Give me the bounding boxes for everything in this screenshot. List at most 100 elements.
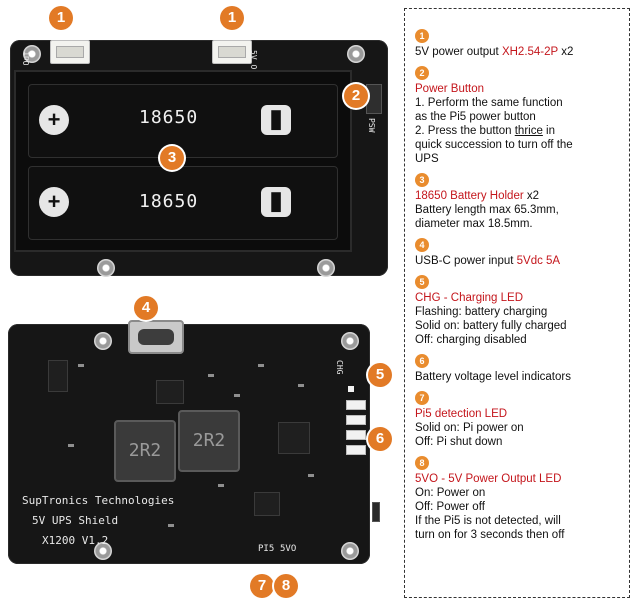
info-item-6-text: Battery voltage level indicators xyxy=(415,371,571,383)
info-item-5-line1: Flashing: battery charging xyxy=(415,306,548,318)
model-label: X1200 V1.2 xyxy=(42,534,109,547)
callout-badge-6: 6 xyxy=(368,427,392,451)
info-item-3-heading: 18650 Battery Holder x2 xyxy=(415,189,619,203)
minus-terminal-icon: ▮ xyxy=(261,105,291,135)
mount-hole xyxy=(341,332,359,350)
power-button[interactable] xyxy=(366,84,382,114)
battery-level-led xyxy=(346,415,366,425)
5v-out-connector-left xyxy=(50,40,90,64)
side-button[interactable] xyxy=(372,502,380,522)
top-board: 5V Out 5V Out + 18650 ▮ + 18650 ▮ PSW xyxy=(10,40,388,277)
info-item-8-line2: Off: Power off xyxy=(415,501,485,513)
info-item-2-line3: 2. Press the button thrice in xyxy=(415,124,619,138)
mount-hole xyxy=(97,259,115,277)
maker-label: SupTronics Technologies xyxy=(22,494,175,507)
cell-label-bottom: 18650 xyxy=(139,191,199,212)
info-item-8-title: 5VO - 5V Power Output LED xyxy=(415,473,562,485)
info-item-2-title: Power Button xyxy=(415,83,485,95)
smd-component xyxy=(298,384,304,387)
info-item-4-highlight: 5Vdc 5A xyxy=(516,255,561,267)
ic-chip xyxy=(278,422,310,454)
info-item-5-line3: Off: charging disabled xyxy=(415,334,527,346)
item-number-badge: 2 xyxy=(415,66,429,80)
info-item-7: 7 Pi5 detection LED Solid on: Pi power o… xyxy=(415,391,619,449)
svo-label: 5VO xyxy=(280,544,297,554)
smd-component xyxy=(308,474,314,477)
info-item-1-highlight: XH2.54-2P xyxy=(501,46,558,58)
mount-hole xyxy=(23,45,41,63)
callout-badge-5: 5 xyxy=(368,363,392,387)
battery-level-indicators xyxy=(344,400,366,470)
info-item-2-line5: UPS xyxy=(415,153,439,165)
info-item-5: 5 CHG - Charging LED Flashing: battery c… xyxy=(415,275,619,347)
5v-out-connector-right xyxy=(212,40,252,64)
item-number-badge: 7 xyxy=(415,391,429,405)
info-item-4-text: USB-C power input 5Vdc 5A xyxy=(415,254,619,268)
battery-level-led xyxy=(346,430,366,440)
info-item-1: 1 5V power output XH2.54-2P x2 xyxy=(415,29,619,59)
item-number-badge: 4 xyxy=(415,238,429,252)
info-item-3: 3 18650 Battery Holder x2 Battery length… xyxy=(415,173,619,231)
info-item-1-suffix: x2 xyxy=(558,46,574,58)
smd-component xyxy=(78,364,84,367)
psw-label: PSW xyxy=(367,118,376,133)
info-item-7-title: Pi5 detection LED xyxy=(415,408,508,420)
usb-c-port xyxy=(128,320,184,354)
ic-chip xyxy=(48,360,68,392)
smd-component xyxy=(168,524,174,527)
smd-component xyxy=(68,444,74,447)
info-item-2-line3-c: in xyxy=(542,125,556,137)
info-item-3-title: 18650 Battery Holder xyxy=(415,190,524,202)
mount-hole xyxy=(94,542,112,560)
item-number-badge: 6 xyxy=(415,354,429,368)
item-number-badge: 8 xyxy=(415,456,429,470)
info-item-1-label: 5V power output xyxy=(415,46,502,58)
callout-badge-1: 1 xyxy=(220,6,244,30)
info-item-3-title-suffix: x2 xyxy=(523,190,540,202)
info-item-2-line4: quick succession to turn off the xyxy=(415,139,573,151)
info-item-8-line4: turn on for 3 seconds then off xyxy=(415,529,565,541)
info-item-2-line3-a: 2. Press the button xyxy=(415,125,515,137)
ic-chip xyxy=(254,492,280,516)
product-label: 5V UPS Shield xyxy=(32,514,119,527)
info-item-1-text: 5V power output XH2.54-2P x2 xyxy=(415,45,619,59)
inductor-left: 2R2 xyxy=(114,420,176,482)
item-number-badge: 3 xyxy=(415,173,429,187)
cell-label-top: 18650 xyxy=(139,107,199,128)
item-number-badge: 5 xyxy=(415,275,429,289)
chg-led xyxy=(348,386,354,392)
info-item-3-line2: diameter max 18.5mm. xyxy=(415,218,533,230)
chg-label: CHG xyxy=(335,360,344,375)
callout-badge-1: 1 xyxy=(49,6,73,30)
callout-badge-4: 4 xyxy=(134,296,158,320)
mount-hole xyxy=(317,259,335,277)
battery-slot-top: + 18650 ▮ xyxy=(28,84,338,158)
callout-badge-7: 7 xyxy=(250,574,274,598)
plus-terminal-icon: + xyxy=(39,187,69,217)
info-item-2: 2 Power Button 1. Perform the same funct… xyxy=(415,66,619,166)
smd-component xyxy=(234,394,240,397)
plus-terminal-icon: + xyxy=(39,105,69,135)
pi5-label: PI5 xyxy=(258,544,275,554)
info-item-6: 6 Battery voltage level indicators xyxy=(415,354,619,384)
info-item-4-label: USB-C power input xyxy=(415,255,517,267)
callout-badge-3: 3 xyxy=(160,146,184,170)
callout-badge-2: 2 xyxy=(344,84,368,108)
info-item-8: 8 5VO - 5V Power Output LED On: Power on… xyxy=(415,456,619,542)
info-item-2-line3-b: thrice xyxy=(514,125,543,137)
info-item-3-line1: Battery length max 65.3mm, xyxy=(415,204,559,216)
smd-component xyxy=(258,364,264,367)
battery-level-led xyxy=(346,445,366,455)
info-panel: 1 5V power output XH2.54-2P x2 2 Power B… xyxy=(404,8,630,598)
callout-badge-8: 8 xyxy=(274,574,298,598)
info-item-2-line1: 1. Perform the same function xyxy=(415,97,563,109)
bottom-board: 2R2 2R2 CHG SupTronics Technologies 5V U… xyxy=(8,320,380,564)
battery-level-led xyxy=(346,400,366,410)
minus-terminal-icon: ▮ xyxy=(261,187,291,217)
info-item-5-line2: Solid on: battery fully charged xyxy=(415,320,567,332)
inductor-right: 2R2 xyxy=(178,410,240,472)
mount-hole xyxy=(94,332,112,350)
ic-chip xyxy=(156,380,184,404)
mount-hole xyxy=(347,45,365,63)
smd-component xyxy=(218,484,224,487)
